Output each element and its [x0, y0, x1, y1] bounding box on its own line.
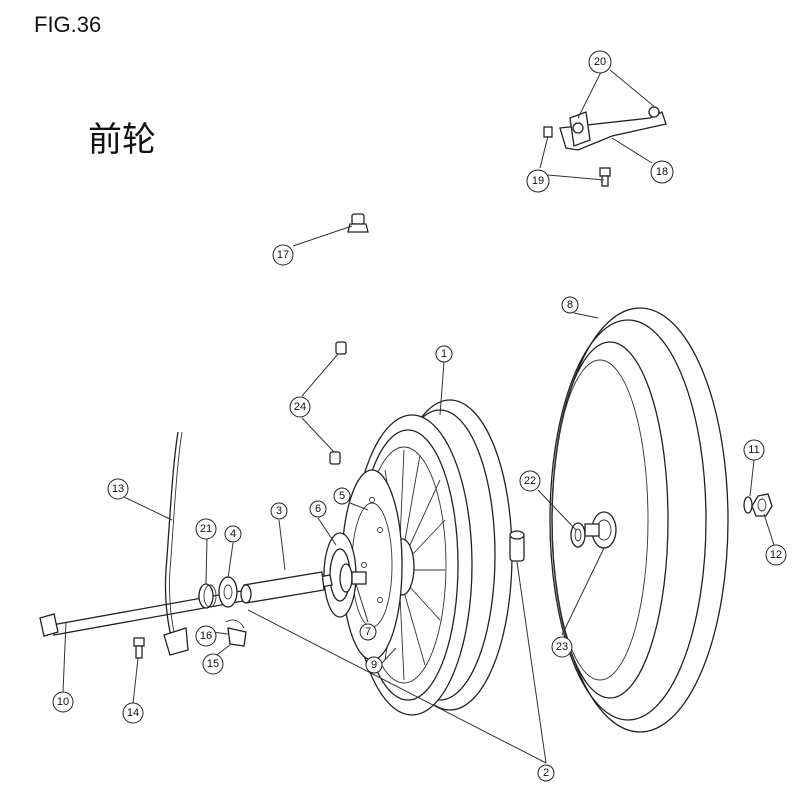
callout-21: 21: [195, 518, 217, 540]
collar-sleeve: [240, 571, 325, 604]
bearing-4: [218, 576, 238, 608]
callout-16: 16: [195, 625, 217, 647]
callout-17: 17: [272, 244, 294, 266]
svg-text:5: 5: [339, 490, 345, 502]
svg-text:20: 20: [594, 56, 606, 68]
callout-24: 24: [289, 396, 311, 418]
svg-text:16: 16: [200, 630, 212, 642]
callout-1: 1: [435, 345, 453, 363]
callout-8: 8: [561, 296, 579, 314]
callout-12: 12: [765, 544, 787, 566]
callout-5: 5: [333, 487, 351, 505]
svg-text:24: 24: [294, 401, 306, 413]
svg-text:22: 22: [524, 475, 536, 487]
brake-line: [163, 431, 189, 656]
svg-text:6: 6: [315, 503, 321, 515]
callout-6: 6: [309, 500, 327, 518]
nut-12: [751, 493, 773, 517]
clip-15: [225, 619, 247, 647]
bearing-21: [198, 583, 217, 609]
callout-11: 11: [743, 439, 765, 461]
svg-text:7: 7: [365, 626, 371, 638]
svg-text:17: 17: [277, 249, 289, 261]
svg-text:3: 3: [276, 505, 282, 517]
callout-18: 18: [650, 160, 674, 184]
svg-text:8: 8: [567, 299, 573, 311]
hub-gear-23: [584, 511, 617, 549]
svg-text:19: 19: [532, 175, 544, 187]
callout-7: 7: [359, 623, 377, 641]
svg-text:11: 11: [748, 444, 759, 456]
washer-11: [743, 496, 753, 514]
svg-text:2: 2: [543, 767, 549, 779]
valve-cap-24: [329, 341, 347, 465]
spacer: [509, 530, 525, 562]
callout-20: 20: [588, 50, 612, 74]
svg-text:4: 4: [230, 528, 236, 540]
svg-text:1: 1: [441, 348, 447, 360]
plug-17: [347, 213, 369, 233]
svg-text:23: 23: [556, 641, 568, 653]
page-title: 前轮: [88, 120, 156, 160]
callout-2: 2: [537, 764, 555, 782]
svg-text:21: 21: [200, 523, 212, 535]
callout-19: 19: [526, 169, 550, 193]
svg-text:12: 12: [770, 549, 782, 561]
hub: [351, 571, 367, 585]
callout-13: 13: [107, 478, 129, 500]
leader-lines: [62, 69, 775, 764]
svg-text:13: 13: [112, 483, 124, 495]
svg-text:18: 18: [656, 166, 668, 178]
callout-3: 3: [270, 502, 288, 520]
callout-9: 9: [365, 656, 383, 674]
svg-text:9: 9: [371, 659, 377, 671]
callout-14: 14: [122, 702, 144, 724]
callout-23: 23: [551, 636, 573, 658]
callout-4: 4: [224, 525, 242, 543]
callout-15: 15: [202, 653, 224, 675]
callout-22: 22: [519, 470, 541, 492]
tire: [549, 307, 729, 733]
callout-10: 10: [52, 691, 74, 713]
bearing-carrier: [323, 532, 357, 618]
bolt-14: [133, 637, 145, 659]
figure-label: FIG.36: [34, 12, 102, 37]
svg-text:15: 15: [207, 658, 219, 670]
bracket-18: [559, 106, 667, 151]
svg-text:10: 10: [57, 696, 69, 708]
svg-text:14: 14: [127, 707, 139, 719]
